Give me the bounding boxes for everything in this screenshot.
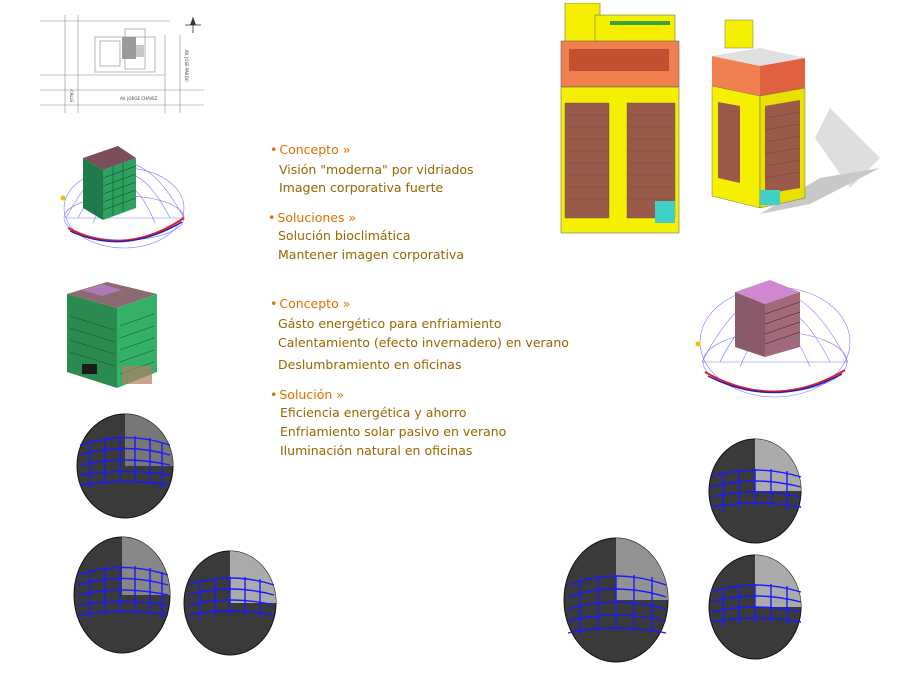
- sun-path-diagram-2: [73, 536, 171, 654]
- site-plan: AV. JOSE PARDO AV. JORGE CHAVEZ CALLE: [40, 15, 204, 113]
- north-arrow-icon: [185, 17, 201, 33]
- bullet-heading-solution: •Solución »: [270, 387, 344, 402]
- street-label-1: AV. JOSE PARDO: [184, 50, 189, 82]
- facade-elevation: [560, 3, 680, 234]
- sun-path-diagram-1: [76, 413, 174, 519]
- bullet-item: Eficiencia energética y ahorro: [280, 405, 467, 420]
- bullet-item: Deslumbramiento en oficinas: [278, 357, 462, 372]
- bullet-item: Gásto energético para enfriamiento: [278, 316, 502, 331]
- sun-path-diagram-6: [708, 554, 802, 660]
- bullet-heading-concept-1: •Concepto »: [270, 142, 350, 157]
- bullet-heading-solutions: •Soluciones »: [268, 210, 356, 225]
- heading-text: Soluciones »: [277, 210, 357, 225]
- street-label-2: AV. JORGE CHAVEZ: [120, 96, 158, 101]
- bullet-item: Visión "moderna" por vidriados: [279, 162, 474, 177]
- bullet-item: Solución bioclimática: [278, 228, 411, 243]
- bullet-item: Mantener imagen corporativa: [278, 247, 464, 262]
- heading-text: Concepto »: [279, 142, 351, 157]
- heading-text: Solución »: [279, 387, 344, 402]
- bullet-item: Iluminación natural en oficinas: [280, 443, 473, 458]
- bullet-icon: •: [270, 387, 278, 402]
- building-sun-path-model-1: [60, 146, 185, 249]
- bullet-item: Enfriamiento solar pasivo en verano: [280, 424, 507, 439]
- sun-path-diagram-4: [563, 537, 669, 663]
- sun-path-diagram-5: [708, 438, 802, 544]
- building-3d-model: [67, 282, 157, 388]
- heading-text: Concepto »: [279, 296, 351, 311]
- bullet-icon: •: [268, 210, 276, 225]
- building-sun-path-model-2: [695, 280, 851, 398]
- street-label-3: CALLE: [69, 90, 74, 103]
- bullet-item: Calentamiento (efecto invernadero) en ve…: [278, 335, 569, 350]
- sun-path-diagram-3: [183, 550, 277, 656]
- bullet-item: Imagen corporativa fuerte: [279, 180, 444, 195]
- bullet-icon: •: [270, 296, 278, 311]
- building-perspective-render: [711, 19, 880, 214]
- bullet-icon: •: [270, 142, 278, 157]
- bullet-heading-concept-2: •Concepto »: [270, 296, 350, 311]
